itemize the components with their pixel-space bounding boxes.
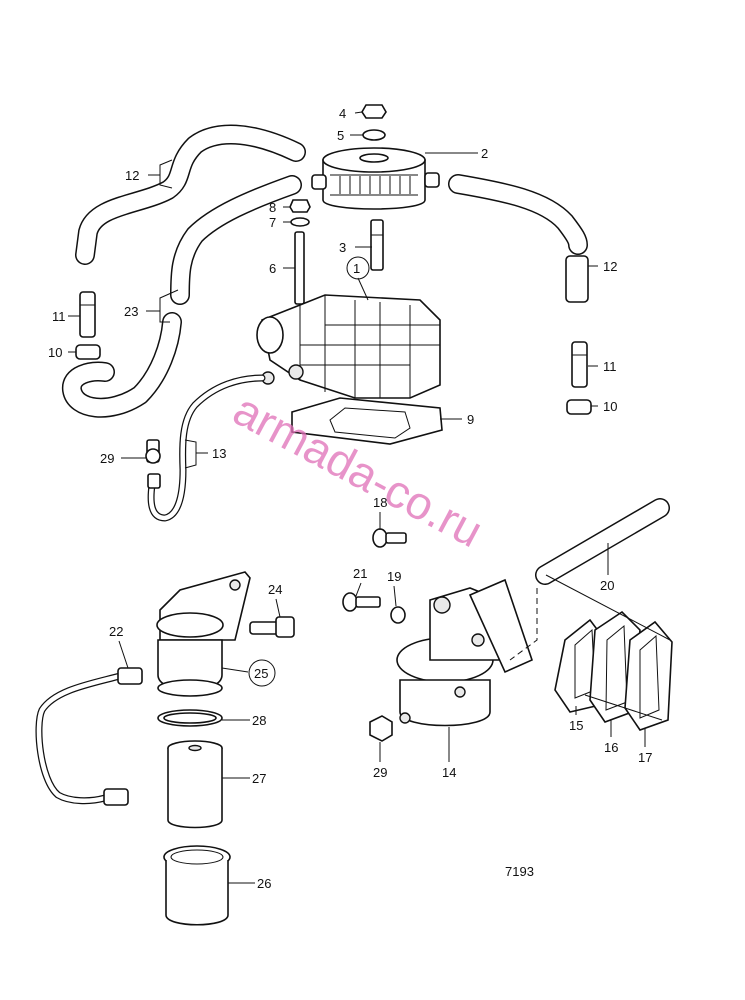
fitting-24 — [249, 616, 295, 638]
callout-16: 16 — [604, 740, 618, 755]
hose-12-left — [75, 124, 306, 265]
callout-14: 14 — [442, 765, 456, 780]
grommet-10-left — [75, 344, 101, 360]
callout-26: 26 — [257, 876, 271, 891]
fuel-pump-rod-20 — [509, 498, 670, 661]
nut-4 — [361, 104, 387, 119]
callout-11-left: 11 — [52, 309, 66, 324]
callout-11-right: 11 — [603, 359, 617, 374]
gasket-17 — [624, 620, 673, 731]
callout-labels: 1 2 3 4 5 6 7 8 9 10 10 11 11 12 12 13 1… — [48, 106, 652, 891]
callout-2: 2 — [481, 146, 488, 161]
washer-7 — [290, 217, 310, 227]
callout-28: 28 — [252, 713, 266, 728]
washer-19 — [390, 606, 406, 624]
callout-24: 24 — [268, 582, 282, 597]
callout-29-top: 29 — [100, 451, 114, 466]
callout-12-left: 12 — [125, 168, 139, 183]
callout-21: 21 — [353, 566, 367, 581]
callout-6: 6 — [269, 261, 276, 276]
callout-10-left: 10 — [48, 345, 62, 360]
filter-head — [156, 571, 251, 697]
stud-3 — [370, 219, 384, 271]
callout-20: 20 — [600, 578, 614, 593]
callout-8: 8 — [269, 200, 276, 215]
callout-5: 5 — [337, 128, 344, 143]
callout-7: 7 — [269, 215, 276, 230]
fuel-line-13 — [147, 374, 266, 522]
fuel-pump — [396, 578, 533, 727]
fuel-line-22 — [35, 667, 143, 806]
callout-4: 4 — [339, 106, 346, 121]
o-ring-28 — [157, 709, 223, 727]
callout-10-right: 10 — [603, 399, 617, 414]
stud-6 — [294, 231, 305, 305]
callout-9: 9 — [467, 412, 474, 427]
callout-17: 17 — [638, 750, 652, 765]
hose-23 — [62, 175, 302, 418]
callout-13: 13 — [212, 446, 226, 461]
connector-11-right — [571, 341, 588, 388]
callout-25: 25 — [254, 666, 268, 681]
callout-23: 23 — [124, 304, 138, 319]
connector-11-left — [79, 291, 96, 338]
callout-29-bottom: 29 — [373, 765, 387, 780]
callout-12-right: 12 — [603, 259, 617, 274]
callout-18: 18 — [373, 495, 387, 510]
gasket-9 — [291, 397, 443, 445]
callout-3: 3 — [339, 240, 346, 255]
carburetor — [256, 294, 441, 399]
filter-bowl-26 — [163, 845, 231, 926]
leader-lines — [68, 111, 671, 884]
hose-12-right — [448, 174, 589, 303]
nut-8 — [289, 199, 311, 213]
nut-29-bottom — [369, 715, 393, 742]
screw-21 — [342, 592, 381, 612]
fitting-29-top — [145, 439, 161, 464]
washer-5 — [362, 129, 386, 141]
filter-element-27 — [167, 740, 223, 829]
screw-18 — [372, 528, 407, 548]
grommet-10-right — [566, 399, 592, 415]
callout-22: 22 — [109, 624, 123, 639]
air-cleaner — [311, 147, 440, 210]
callout-1: 1 — [353, 261, 360, 276]
callout-15: 15 — [569, 718, 583, 733]
callout-27: 27 — [252, 771, 266, 786]
callout-19: 19 — [387, 569, 401, 584]
drawing-number: 7193 — [505, 864, 534, 879]
